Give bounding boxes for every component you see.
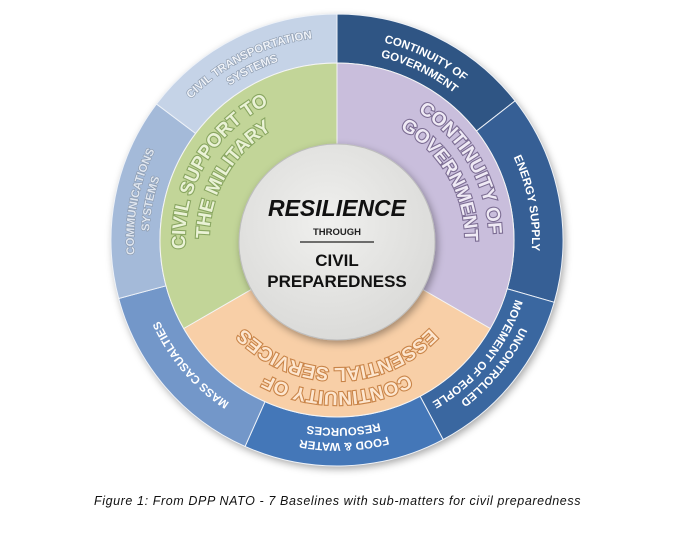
- center-circle: RESILIENCE THROUGH CIVIL PREPAREDNESS: [238, 143, 436, 341]
- center-line2: PREPAREDNESS: [267, 272, 407, 291]
- figure-caption: Figure 1: From DPP NATO - 7 Baselines wi…: [93, 494, 582, 508]
- center-title: RESILIENCE: [268, 195, 407, 221]
- center-through: THROUGH: [313, 227, 361, 238]
- center-line1: CIVIL: [315, 251, 358, 270]
